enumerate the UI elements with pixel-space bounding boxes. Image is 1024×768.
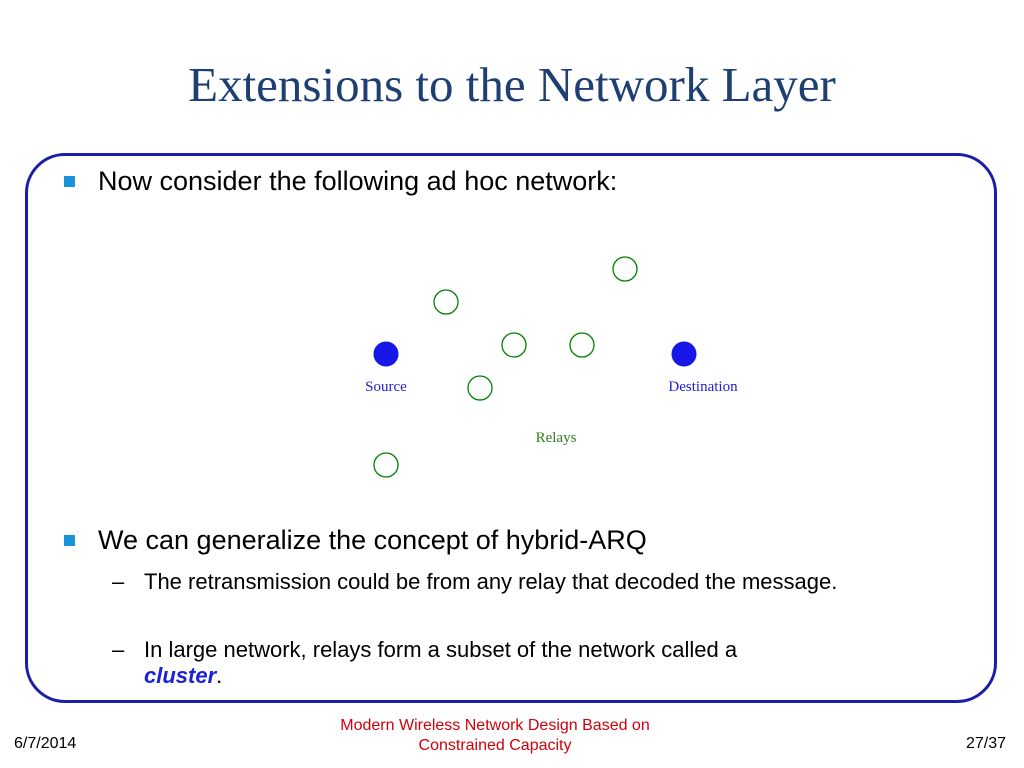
footer-title-line-1: Modern Wireless Network Design Based on bbox=[340, 717, 650, 734]
bullet-ad-hoc-network: Now consider the following ad hoc networ… bbox=[64, 165, 617, 197]
sub-bullet-cluster: – In large network, relays form a subset… bbox=[112, 637, 942, 689]
bullet-text: Now consider the following ad hoc networ… bbox=[98, 166, 618, 196]
sub-bullet-text-before: In large network, relays form a subset o… bbox=[144, 637, 738, 662]
cluster-emphasis: cluster bbox=[144, 662, 217, 688]
content-frame bbox=[25, 153, 997, 703]
square-bullet-icon bbox=[64, 535, 75, 546]
footer-date: 6/7/2014 bbox=[14, 735, 77, 752]
slide-title: Extensions to the Network Layer bbox=[188, 57, 836, 112]
bullet-hybrid-arq: We can generalize the concept of hybrid-… bbox=[64, 524, 647, 556]
footer-title: Modern Wireless Network Design Based on … bbox=[287, 716, 703, 757]
footer-page-number: 27/37 bbox=[965, 735, 1006, 752]
bullet-text: We can generalize the concept of hybrid-… bbox=[98, 525, 647, 555]
sub-bullet-retransmission: – The retransmission could be from any r… bbox=[112, 569, 942, 595]
square-bullet-icon bbox=[64, 176, 75, 187]
sub-bullet-text: The retransmission could be from any rel… bbox=[144, 569, 838, 594]
dash-bullet-icon: – bbox=[112, 569, 125, 594]
sub-bullet-text-after: . bbox=[216, 662, 223, 688]
sub-bullet-text: In large network, relays form a subset o… bbox=[144, 637, 737, 689]
footer-title-line-2: Constrained Capacity bbox=[418, 737, 572, 755]
dash-bullet-icon: – bbox=[112, 637, 125, 662]
